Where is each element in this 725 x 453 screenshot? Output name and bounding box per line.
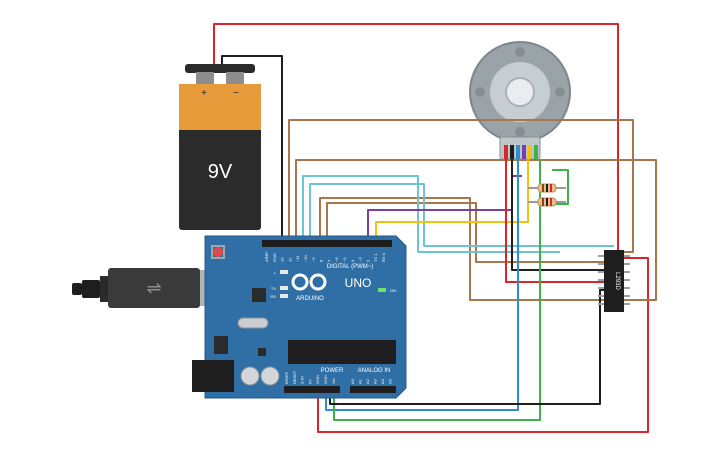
digital-header-label: DIGITAL (PWM~) <box>327 264 374 270</box>
digital-pin-label: TX 1 <box>373 253 378 262</box>
battery-label-band <box>179 84 261 130</box>
arduino-brand: ARDUINO <box>296 296 324 302</box>
arduino-model: UNO <box>345 276 372 290</box>
digital-pin-label: GND <box>272 253 277 262</box>
battery-voltage-label: 9V <box>208 161 233 183</box>
power-header-label: POWER <box>321 368 344 374</box>
digital-pin-label: 13 <box>280 257 285 262</box>
usb-icon: ⇌ <box>146 278 161 298</box>
digital-pin-label: RX 0 <box>381 252 386 262</box>
l293d-body <box>604 250 624 312</box>
dc-motor[interactable] <box>469 41 571 160</box>
resistor[interactable] <box>528 183 566 193</box>
digital-pin-label: 8 <box>319 259 324 262</box>
analog-pin-label: A3 <box>373 378 378 384</box>
motor-screw <box>515 127 525 137</box>
resistor[interactable] <box>528 197 566 207</box>
capacitor <box>260 366 280 386</box>
digital-pin-label: ~3 <box>358 257 363 262</box>
power-pin-label: Vin <box>331 378 336 384</box>
digital-pin-label: ~5 <box>342 257 347 262</box>
reset-button[interactable] <box>213 247 223 257</box>
wire-cyan-1[interactable] <box>302 175 560 253</box>
wire-motor-red[interactable] <box>505 159 604 283</box>
digital-pin-label: ~6 <box>334 257 339 262</box>
analog-header-label: ANALOG IN <box>358 368 391 374</box>
power-pin-label: GND <box>323 375 328 384</box>
capacitor <box>240 366 260 386</box>
led-rx <box>280 294 288 298</box>
analog-pin-label: A0 <box>350 378 355 384</box>
svg-text:TX: TX <box>271 286 276 291</box>
led-tx <box>280 286 288 290</box>
wire-green-loop[interactable] <box>552 169 569 205</box>
svg-text:RX: RX <box>270 294 276 299</box>
power-pin-label: 3.3V <box>300 375 305 384</box>
wire-black-chip-gnd[interactable] <box>329 289 604 405</box>
battery-terminal-plus <box>196 72 214 84</box>
wire-brown-1[interactable] <box>288 119 634 253</box>
power-pin-label: GND <box>315 375 320 384</box>
wire-brown-3[interactable] <box>319 197 604 301</box>
battery-cap <box>185 64 255 73</box>
power-pin-label: 5V <box>307 379 312 384</box>
digital-pin-label: ~10 <box>303 254 308 262</box>
l293d-driver[interactable]: L293D <box>598 250 630 312</box>
digital-pin-label: ~11 <box>295 255 300 262</box>
power-header <box>284 386 340 393</box>
wire-red-vbat[interactable] <box>213 23 649 433</box>
l293d-label: L293D <box>614 272 620 290</box>
wire-green[interactable] <box>333 159 541 421</box>
digital-pin-label: 12 <box>287 257 292 262</box>
led-on <box>378 288 386 292</box>
motor-screw <box>555 87 565 97</box>
power-pin-label: RESET <box>292 370 297 384</box>
usb-cable[interactable]: ⇌ <box>72 268 228 308</box>
svg-text:L: L <box>274 270 277 275</box>
wire-brown-2[interactable] <box>295 159 657 301</box>
battery-terminal-minus <box>226 72 244 84</box>
power-jack <box>192 360 234 392</box>
motor-screw <box>515 47 525 57</box>
wire-black-gnd[interactable] <box>221 55 283 240</box>
analog-pin-label: A5 <box>388 378 393 384</box>
motor-shaft <box>505 77 535 107</box>
battery-plus-label: + <box>201 88 207 99</box>
battery-9v[interactable]: + − 9V <box>179 64 261 230</box>
digital-header <box>262 240 392 247</box>
crystal <box>237 317 269 329</box>
svg-text:ON: ON <box>390 288 396 293</box>
digital-pin-label: 2 <box>365 259 370 262</box>
digital-pin-label: 7 <box>326 259 331 262</box>
voltage-regulator <box>214 336 228 354</box>
motor-screw <box>475 87 485 97</box>
digital-pin-label: 4 <box>350 259 355 262</box>
usb-chip <box>252 288 266 302</box>
atmega-chip <box>288 340 396 364</box>
analog-pin-label: A4 <box>380 378 385 384</box>
wire-yellow[interactable] <box>375 159 529 240</box>
arduino-logo <box>291 273 327 291</box>
digital-pin-label: AREF <box>264 251 269 262</box>
wire-blue[interactable] <box>325 159 519 411</box>
analog-pin-label: A2 <box>365 378 370 384</box>
wire-cyan-2[interactable] <box>309 183 614 247</box>
wires <box>213 23 657 433</box>
power-pin-label: IOREF <box>284 371 289 384</box>
digital-pin-label: ~9 <box>311 257 316 262</box>
wire-purple[interactable] <box>367 175 522 240</box>
battery-minus-label: − <box>233 88 239 99</box>
led-l <box>280 270 288 274</box>
wire-motor-black[interactable] <box>511 159 604 271</box>
analog-pin-label: A1 <box>358 378 363 384</box>
analog-header <box>350 386 396 393</box>
